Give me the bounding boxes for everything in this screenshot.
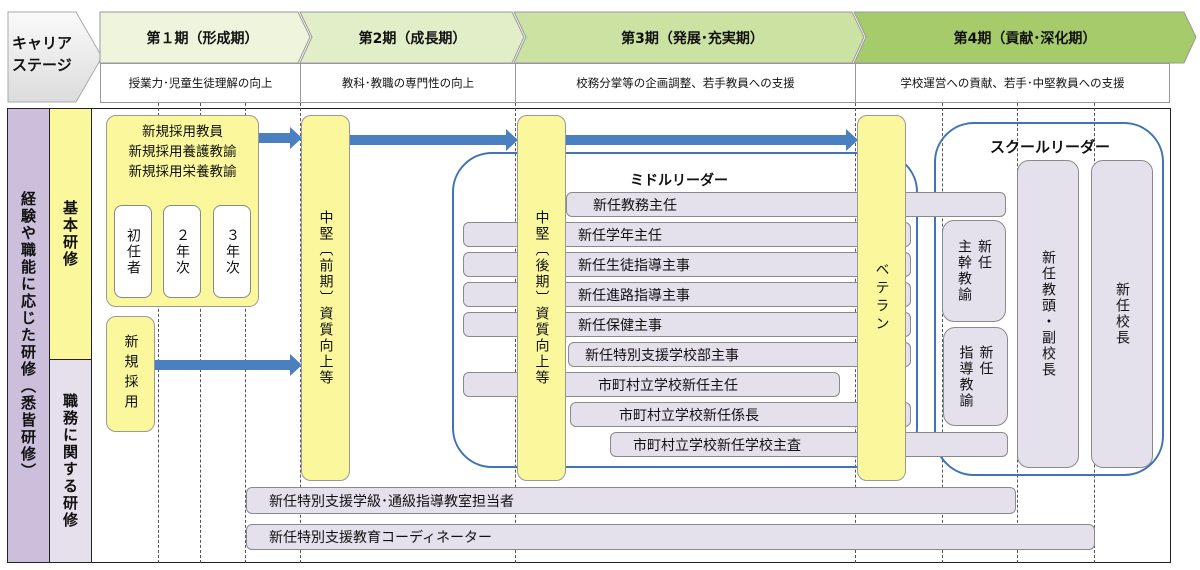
phase-4-desc: 学校運営への貢献、若手･中堅教員への支援 bbox=[855, 63, 1170, 103]
divider bbox=[200, 103, 201, 563]
phase-1-chevron bbox=[99, 11, 311, 64]
bar-special-support-class-teacher: 新任特別支援学級･通級指導教室担当者 bbox=[246, 487, 1016, 514]
divider bbox=[942, 103, 943, 563]
career-stage-chevron bbox=[7, 11, 103, 103]
middle-leader-title: ミドルリーダー bbox=[630, 173, 728, 189]
duty-training-cell: 職務に関する研修 bbox=[50, 360, 92, 562]
veteran-column: ベテラン bbox=[857, 115, 906, 481]
phase-4-chevron bbox=[853, 11, 1197, 64]
left-main-label-cell: 経験や職能に応じた研修（悉皆研修） bbox=[8, 109, 50, 562]
bar-new-special-support-dept-head: 新任特別支援学校部主事 bbox=[568, 342, 911, 367]
new-hire-group-label: 新規採用教員 新規採用養護教諭 新規採用栄養教諭 bbox=[128, 124, 237, 180]
phase-chevrons bbox=[99, 11, 1197, 64]
phase-1-title: 第１期（形成期） bbox=[146, 30, 259, 47]
divider bbox=[245, 103, 246, 563]
bar-new-academic-affairs-head: 新任教務主任 bbox=[566, 192, 1006, 217]
arrow-right-icon bbox=[349, 129, 518, 151]
arrow-right-icon bbox=[258, 127, 302, 149]
phase-3-title: 第3期（発展･充実期） bbox=[621, 30, 764, 47]
arrow-right-icon bbox=[154, 354, 302, 376]
basic-training-cell: 基本研修 bbox=[50, 109, 92, 360]
phase-4-title: 第4期（貢献･深化期） bbox=[953, 30, 1097, 47]
left-main-label: 経験や職能に応じた研修（悉皆研修） bbox=[19, 191, 37, 480]
new-guidance-teacher-box: 新任 指導教諭 bbox=[943, 327, 1008, 426]
phase-2-desc: 教科･教職の専門性の向上 bbox=[300, 63, 516, 103]
phase-2-title: 第2期（成長期） bbox=[358, 30, 467, 47]
basic-training-label: 基本研修 bbox=[61, 200, 79, 268]
first-year-box: 初任者 bbox=[114, 205, 152, 298]
mid-career-late-column: 中堅〔後期〕資質向上等 bbox=[517, 115, 566, 481]
arrow-right-icon bbox=[565, 129, 858, 151]
phase-1-desc: 授業力･児童生徒理解の向上 bbox=[100, 63, 301, 103]
new-chief-teacher-box: 新任 主幹教諭 bbox=[942, 220, 1006, 322]
bar-municipal-new-school-inspector: 市町村立学校新任学校主査 bbox=[610, 432, 1008, 457]
new-principal-box: 新任校長 bbox=[1091, 160, 1153, 468]
duty-training-label: 職務に関する研修 bbox=[61, 393, 79, 529]
school-leader-frame bbox=[934, 122, 1164, 476]
mid-career-early-column: 中堅〔前期〕資質向上等 bbox=[301, 115, 350, 481]
divider bbox=[300, 103, 301, 563]
phase-3-desc: 校務分掌等の企画調整、若手教員への支援 bbox=[515, 63, 856, 103]
divider bbox=[158, 103, 159, 563]
third-year-box: ３年次 bbox=[213, 205, 251, 298]
school-leader-title: スクールリーダー bbox=[990, 138, 1111, 156]
bar-municipal-new-section-chief: 市町村立学校新任係長 bbox=[570, 402, 911, 427]
new-hire-small-box: 新規採用 bbox=[106, 316, 155, 432]
bar-special-support-coordinator: 新任特別支援教育コーディネーター bbox=[246, 524, 1095, 550]
middle-leader-frame bbox=[452, 152, 918, 468]
new-vice-principal-box: 新任教頭・副校長 bbox=[1017, 160, 1079, 468]
second-year-box: ２年次 bbox=[163, 205, 201, 298]
main-grid bbox=[7, 108, 1171, 563]
career-stage-label: キャリア ステージ bbox=[12, 34, 73, 74]
